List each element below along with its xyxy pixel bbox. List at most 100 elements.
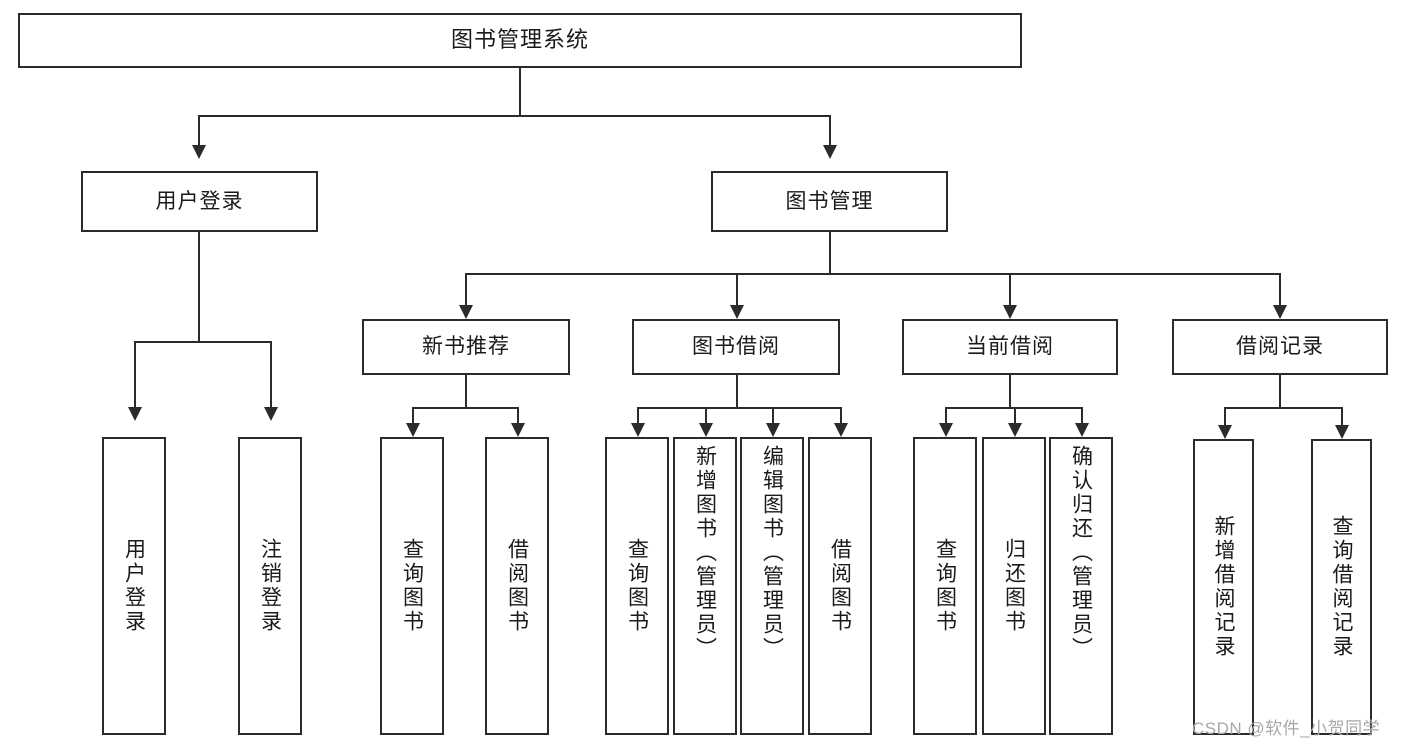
- connector-to-borrow-record: [1279, 273, 1281, 305]
- connector-book-management-stem: [829, 232, 831, 273]
- leaf-text-wrap: 查询图书: [382, 439, 442, 733]
- connector-current-borrow-drop-2: [1014, 407, 1016, 423]
- leaf-borrow-book-1[interactable]: 借阅图书: [485, 437, 549, 735]
- leaf-query-book-3[interactable]: 查询图书: [913, 437, 977, 735]
- arrow-user-login-leaf-2: [264, 407, 278, 421]
- connector-book-borrow-stem: [736, 375, 738, 407]
- node-label: 用户登录: [122, 538, 146, 634]
- connector-level3-bus: [465, 273, 1279, 275]
- leaf-query-record[interactable]: 查询借阅记录: [1311, 439, 1372, 735]
- leaf-borrow-book-2[interactable]: 借阅图书: [808, 437, 872, 735]
- arrow-new-book-leaf-1: [406, 423, 420, 437]
- node-label: 编辑图书（管理员）: [760, 445, 784, 661]
- leaf-text-wrap: 编辑图书（管理员）: [742, 439, 802, 733]
- leaf-text-wrap: 确认归还（管理员）: [1051, 439, 1111, 733]
- arrow-current-borrow-leaf-2: [1008, 423, 1022, 437]
- leaf-text-wrap: 新增图书（管理员）: [675, 439, 735, 733]
- arrow-current-borrow-leaf-3: [1075, 423, 1089, 437]
- arrow-to-new-book-recommend: [459, 305, 473, 319]
- node-book-management[interactable]: 图书管理: [711, 171, 948, 232]
- connector-root-stem: [519, 68, 521, 115]
- arrow-book-borrow-leaf-4: [834, 423, 848, 437]
- node-new-book-recommend[interactable]: 新书推荐: [362, 319, 570, 375]
- node-root-system[interactable]: 图书管理系统: [18, 13, 1022, 68]
- node-label: 图书借阅: [692, 335, 780, 359]
- node-user-login[interactable]: 用户登录: [81, 171, 318, 232]
- leaf-logout-login[interactable]: 注销登录: [238, 437, 302, 735]
- node-label: 借阅记录: [1236, 335, 1324, 359]
- node-label: 用户登录: [155, 189, 244, 213]
- node-label: 确认归还（管理员）: [1069, 445, 1093, 661]
- connector-book-borrow-drop-1: [637, 407, 639, 423]
- connector-user-login-bus: [134, 341, 271, 343]
- connector-borrow-record-stem: [1279, 375, 1281, 407]
- connector-current-borrow-drop-3: [1081, 407, 1083, 423]
- arrow-to-book-management: [823, 145, 837, 159]
- leaf-text-wrap: 新增借阅记录: [1195, 441, 1252, 733]
- node-label: 注销登录: [258, 538, 282, 634]
- node-label: 借阅图书: [828, 538, 852, 634]
- leaf-text-wrap: 查询图书: [607, 439, 667, 733]
- leaf-query-book-2[interactable]: 查询图书: [605, 437, 669, 735]
- arrow-to-current-borrow: [1003, 305, 1017, 319]
- arrow-to-book-borrow: [730, 305, 744, 319]
- node-label: 查询图书: [933, 538, 957, 634]
- connector-user-login-drop-1: [134, 341, 136, 407]
- connector-to-current-borrow: [1009, 273, 1011, 305]
- connector-user-login-drop-2: [270, 341, 272, 407]
- connector-to-user-login: [198, 115, 200, 145]
- leaf-text-wrap: 借阅图书: [810, 439, 870, 733]
- arrow-to-user-login: [192, 145, 206, 159]
- connector-to-book-management: [829, 115, 831, 145]
- leaf-edit-book[interactable]: 编辑图书（管理员）: [740, 437, 804, 735]
- leaf-text-wrap: 注销登录: [240, 439, 300, 733]
- connector-new-book-stem: [465, 375, 467, 407]
- connector-borrow-record-drop-2: [1341, 407, 1343, 425]
- node-label: 查询图书: [625, 538, 649, 634]
- connector-book-borrow-drop-2: [705, 407, 707, 423]
- leaf-text-wrap: 查询借阅记录: [1313, 441, 1370, 733]
- arrow-book-borrow-leaf-3: [766, 423, 780, 437]
- node-borrow-record[interactable]: 借阅记录: [1172, 319, 1388, 375]
- connector-book-borrow-bus: [637, 407, 842, 409]
- node-label: 图书管理: [785, 189, 874, 213]
- node-label: 新书推荐: [422, 335, 510, 359]
- node-current-borrow[interactable]: 当前借阅: [902, 319, 1118, 375]
- connector-borrow-record-drop-1: [1224, 407, 1226, 425]
- arrow-borrow-record-leaf-1: [1218, 425, 1232, 439]
- connector-to-new-book-recommend: [465, 273, 467, 305]
- connector-to-book-borrow: [736, 273, 738, 305]
- connector-current-borrow-stem: [1009, 375, 1011, 407]
- watermark-text: CSDN @软件_小贺同学: [1192, 719, 1381, 738]
- leaf-text-wrap: 查询图书: [915, 439, 975, 733]
- leaf-text-wrap: 用户登录: [104, 439, 164, 733]
- leaf-return-book[interactable]: 归还图书: [982, 437, 1046, 735]
- node-label: 当前借阅: [966, 335, 1054, 359]
- node-label: 图书管理系统: [450, 27, 589, 53]
- leaf-query-book-1[interactable]: 查询图书: [380, 437, 444, 735]
- connector-current-borrow-drop-1: [945, 407, 947, 423]
- leaf-text-wrap: 归还图书: [984, 439, 1044, 733]
- node-book-borrow[interactable]: 图书借阅: [632, 319, 840, 375]
- arrow-new-book-leaf-2: [511, 423, 525, 437]
- connector-new-book-bus: [412, 407, 519, 409]
- arrow-borrow-record-leaf-2: [1335, 425, 1349, 439]
- arrow-book-borrow-leaf-2: [699, 423, 713, 437]
- node-label: 归还图书: [1002, 538, 1026, 634]
- connector-level2-bus: [198, 115, 831, 117]
- arrow-to-borrow-record: [1273, 305, 1287, 319]
- arrow-book-borrow-leaf-1: [631, 423, 645, 437]
- connector-book-borrow-drop-4: [840, 407, 842, 423]
- leaf-confirm-return[interactable]: 确认归还（管理员）: [1049, 437, 1113, 735]
- node-label: 借阅图书: [505, 538, 529, 634]
- node-label: 新增图书（管理员）: [693, 445, 717, 661]
- arrow-current-borrow-leaf-1: [939, 423, 953, 437]
- node-label: 查询借阅记录: [1330, 515, 1353, 659]
- connector-borrow-record-bus: [1224, 407, 1342, 409]
- leaf-user-login[interactable]: 用户登录: [102, 437, 166, 735]
- leaf-text-wrap: 借阅图书: [487, 439, 547, 733]
- leaf-add-record[interactable]: 新增借阅记录: [1193, 439, 1254, 735]
- node-label: 查询图书: [400, 538, 424, 634]
- leaf-add-book[interactable]: 新增图书（管理员）: [673, 437, 737, 735]
